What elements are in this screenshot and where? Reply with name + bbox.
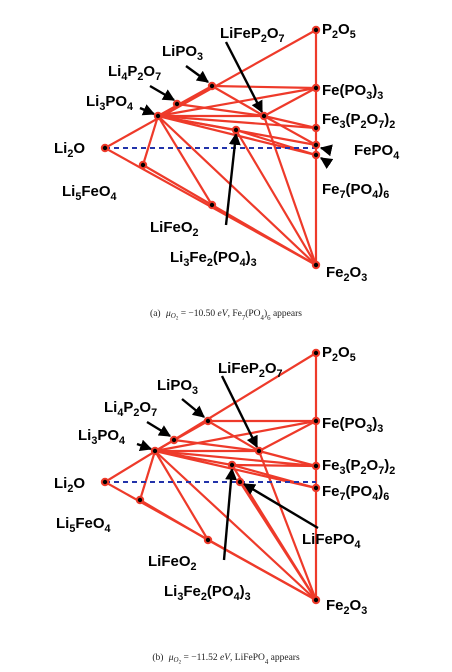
node-p2o5 <box>311 348 321 358</box>
node-li3po4 <box>153 111 163 121</box>
node-li5feo4 <box>138 160 148 170</box>
label-li3fe2po43: Li3Fe2(PO4)3 <box>164 583 251 603</box>
node-lipo3 <box>203 416 213 426</box>
node-lifep2o7 <box>254 446 264 456</box>
node-fe3p2o72 <box>311 461 321 471</box>
node-li2o <box>100 477 110 487</box>
node-li2o <box>100 143 110 153</box>
phase-labels: LiFeP2O7 P2O5 LiPO3 Li4P2O7 Li3PO4 Fe(PO… <box>54 21 399 284</box>
node-fe2o3 <box>311 260 321 270</box>
label-fe3p2o72: Fe3(P2O7)2 <box>322 457 395 477</box>
label-fepo33: Fe(PO3)3 <box>322 82 383 102</box>
node-fepo33 <box>311 416 321 426</box>
tie-lines <box>102 352 318 602</box>
node-lifep2o7 <box>259 111 269 121</box>
panel-b: LiFeP2O7 P2O5 LiPO3 Li4P2O7 Li3PO4 Fe(PO… <box>54 344 395 666</box>
label-lifep2o7: LiFeP2O7 <box>218 360 283 380</box>
label-lifep2o7: LiFeP2O7 <box>220 25 285 45</box>
node-fepo4 <box>311 140 321 150</box>
label-li3po4: Li3PO4 <box>78 427 125 447</box>
label-li2o: Li2O <box>54 475 85 495</box>
node-fe7po46 <box>311 483 321 493</box>
node-lipo3 <box>207 81 217 91</box>
label-lipo3: LiPO3 <box>162 43 203 63</box>
label-li5feo4: Li5FeO4 <box>56 515 111 535</box>
label-li2o: Li2O <box>54 140 85 160</box>
label-fe7po46: Fe7(PO4)6 <box>322 483 389 503</box>
node-li3fe2po43 <box>227 460 237 470</box>
label-fe3p2o72: Fe3(P2O7)2 <box>322 111 395 131</box>
node-lifepo4 <box>235 477 245 487</box>
label-li3po4: Li3PO4 <box>86 93 133 113</box>
node-li3fe2po43 <box>231 125 241 135</box>
node-li5feo4 <box>135 495 145 505</box>
node-li3po4 <box>150 446 160 456</box>
label-lifepo4: LiFePO4 <box>302 531 361 551</box>
node-li4p2o7 <box>169 435 179 445</box>
node-fepo33 <box>311 83 321 93</box>
panel-a: LiFeP2O7 P2O5 LiPO3 Li4P2O7 Li3PO4 Fe(PO… <box>54 21 399 322</box>
label-li3fe2po43: Li3Fe2(PO4)3 <box>170 249 257 269</box>
label-fepo33: Fe(PO3)3 <box>322 415 383 435</box>
caption-a: (a) μO2 = −10.50 eV, Fe7(PO4)6 appears <box>150 308 302 322</box>
node-lifeo2 <box>207 200 217 210</box>
phase-nodes <box>100 25 321 270</box>
node-p2o5 <box>311 25 321 35</box>
arrows <box>139 41 334 226</box>
label-li4p2o7: Li4P2O7 <box>108 63 161 83</box>
arrows <box>136 375 319 561</box>
phase-nodes <box>100 348 321 605</box>
label-fe2o3: Fe2O3 <box>326 264 367 284</box>
phase-labels: LiFeP2O7 P2O5 LiPO3 Li4P2O7 Li3PO4 Fe(PO… <box>54 344 395 617</box>
node-li4p2o7 <box>172 99 182 109</box>
label-fe2o3: Fe2O3 <box>326 597 367 617</box>
label-p2o5: P2O5 <box>322 344 356 364</box>
label-fe7po46: Fe7(PO4)6 <box>322 181 389 201</box>
label-li4p2o7: Li4P2O7 <box>104 399 157 419</box>
label-lifeo2: LiFeO2 <box>148 553 197 573</box>
label-li5feo4: Li5FeO4 <box>62 183 117 203</box>
node-fe2o3 <box>311 595 321 605</box>
label-fepo4: FePO4 <box>354 142 399 162</box>
label-lifeo2: LiFeO2 <box>150 219 199 239</box>
node-fe7po46 <box>311 150 321 160</box>
caption-b: (b) μO2 = −11.52 eV, LiFePO4 appears <box>152 652 300 666</box>
node-fe3p2o72 <box>311 123 321 133</box>
label-lipo3: LiPO3 <box>157 377 198 397</box>
label-p2o5: P2O5 <box>322 21 356 41</box>
node-lifeo2 <box>203 535 213 545</box>
